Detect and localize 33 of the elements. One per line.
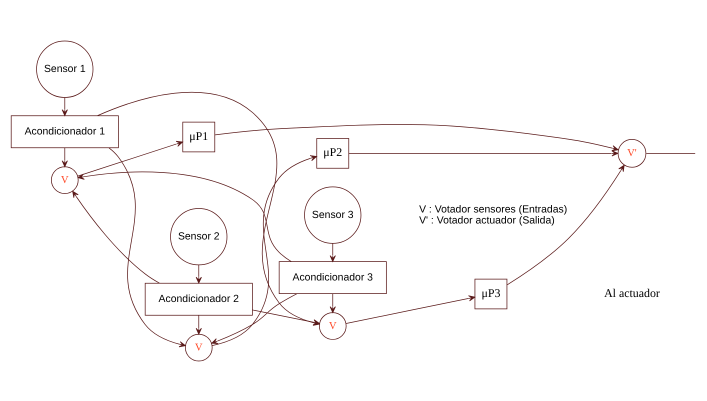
arrow	[196, 264, 202, 283]
node-box: μP1	[182, 121, 216, 152]
arrow	[214, 124, 619, 151]
arrow	[72, 190, 160, 283]
node-circle: Sensor 2	[170, 208, 228, 265]
arrow	[348, 150, 618, 156]
arrow	[330, 242, 336, 262]
node-box: Acondicionador 3	[278, 260, 387, 294]
node-box: Acondicionador 2	[144, 282, 253, 316]
node-circle: Sensor 1	[36, 40, 94, 98]
node-circle: V	[185, 333, 213, 361]
node-box: Acondicionador 1	[10, 114, 119, 148]
label: Al actuador	[604, 285, 660, 300]
node-circle: V	[51, 166, 79, 194]
arrow	[77, 140, 183, 176]
node-box: μP3	[474, 278, 508, 309]
label: V' : Votador actuador (Salida)	[419, 214, 555, 226]
arrow	[330, 292, 336, 312]
arrow	[212, 154, 317, 346]
arrow	[78, 171, 292, 262]
arrow	[62, 147, 68, 167]
node-box: μP2	[316, 138, 350, 168]
node-circle: Sensor 3	[304, 186, 362, 244]
arrow	[211, 292, 298, 344]
arrow	[346, 294, 476, 324]
connector	[646, 152, 696, 154]
node-circle: V'	[618, 138, 646, 168]
arrow	[108, 147, 186, 347]
label: V : Votador sensores (Entradas)	[419, 204, 568, 215]
arrow	[62, 96, 68, 116]
arrow	[196, 314, 202, 334]
arrow	[506, 164, 625, 285]
node-circle: V	[319, 312, 347, 340]
